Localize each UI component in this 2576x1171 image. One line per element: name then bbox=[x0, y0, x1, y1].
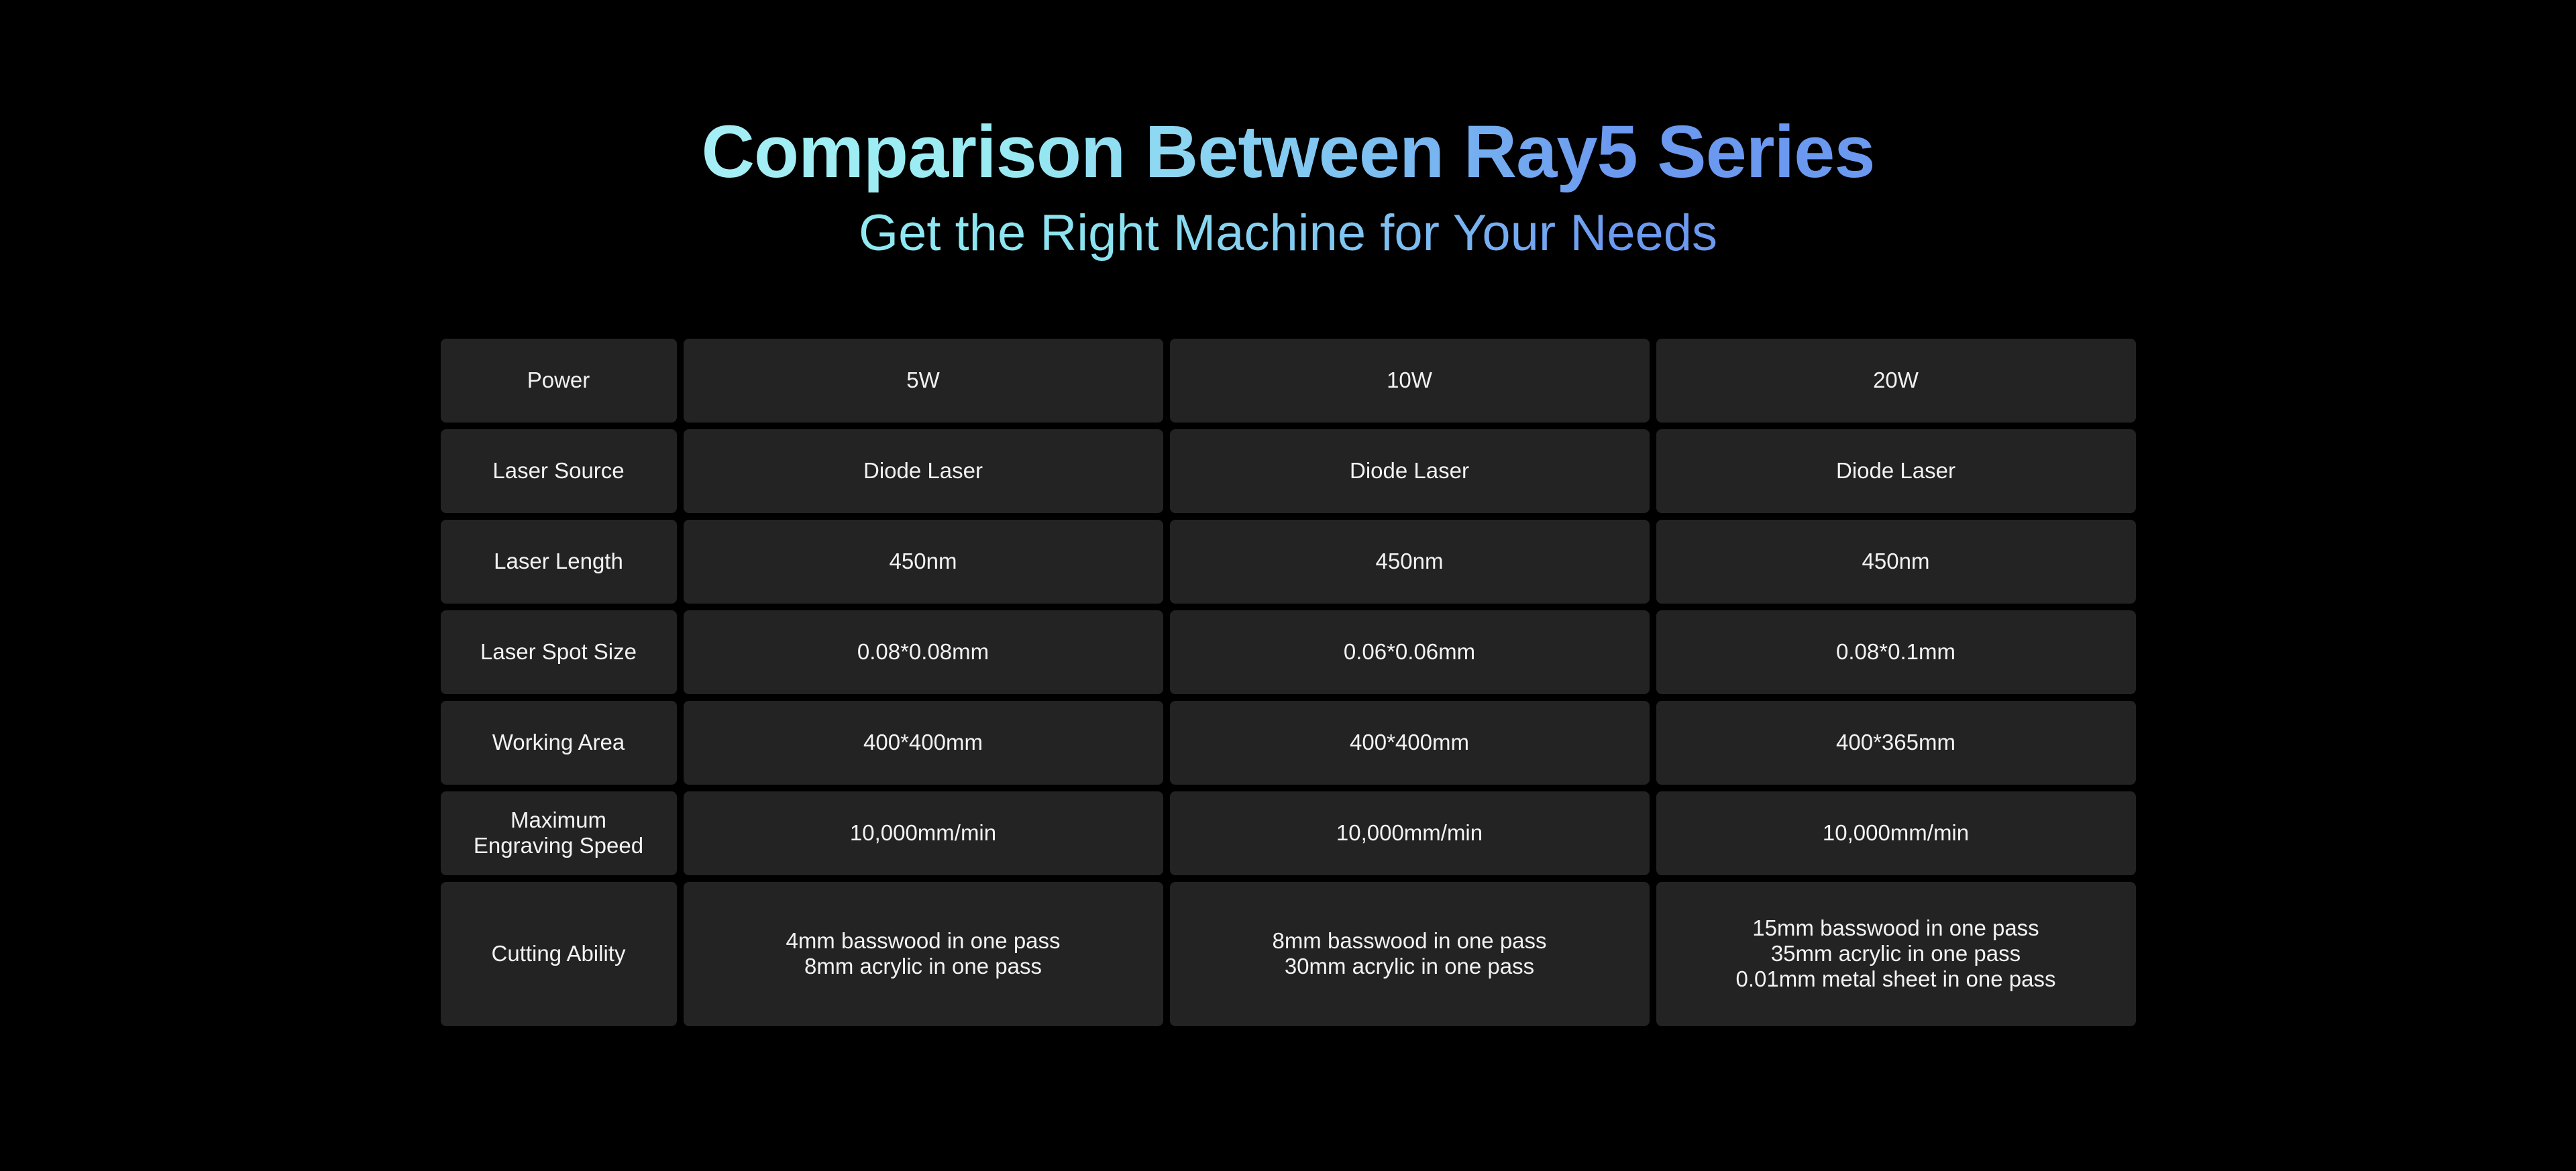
cell-cutting-ability-20w: 15mm basswood in one pass 35mm acrylic i… bbox=[1656, 881, 2136, 1026]
cell-power-10w: 10W bbox=[1169, 338, 1650, 423]
cell-laser-source-5w: Diode Laser bbox=[683, 429, 1163, 513]
page-subtitle: Get the Right Machine for Your Needs bbox=[859, 201, 1717, 265]
cell-max-engraving-speed-20w: 10,000mm/min bbox=[1656, 791, 2136, 875]
cell-working-area-10w: 400*400mm bbox=[1169, 700, 1650, 785]
cell-power-5w: 5W bbox=[683, 338, 1163, 423]
cell-laser-length-10w: 450nm bbox=[1169, 519, 1650, 604]
row-label-working-area: Working Area bbox=[440, 700, 677, 785]
row-label-laser-spot-size: Laser Spot Size bbox=[440, 610, 677, 694]
cell-laser-spot-size-5w: 0.08*0.08mm bbox=[683, 610, 1163, 694]
cell-max-engraving-speed-5w: 10,000mm/min bbox=[683, 791, 1163, 875]
cell-laser-source-20w: Diode Laser bbox=[1656, 429, 2136, 513]
cell-working-area-5w: 400*400mm bbox=[683, 700, 1163, 785]
cell-working-area-20w: 400*365mm bbox=[1656, 700, 2136, 785]
cell-laser-source-10w: Diode Laser bbox=[1169, 429, 1650, 513]
cell-laser-spot-size-20w: 0.08*0.1mm bbox=[1656, 610, 2136, 694]
row-label-max-engraving-speed: Maximum Engraving Speed bbox=[440, 791, 677, 875]
row-label-power: Power bbox=[440, 338, 677, 423]
row-label-laser-length: Laser Length bbox=[440, 519, 677, 604]
comparison-table: Power 5W 10W 20W Laser Source Diode Lase… bbox=[440, 338, 2136, 1026]
page-title: Comparison Between Ray5 Series bbox=[701, 106, 1875, 199]
cell-laser-length-20w: 450nm bbox=[1656, 519, 2136, 604]
row-label-laser-source: Laser Source bbox=[440, 429, 677, 513]
cell-cutting-ability-10w: 8mm basswood in one pass 30mm acrylic in… bbox=[1169, 881, 1650, 1026]
cell-laser-length-5w: 450nm bbox=[683, 519, 1163, 604]
hero-section: Comparison Between Ray5 Series Get the R… bbox=[0, 0, 2576, 265]
cell-max-engraving-speed-10w: 10,000mm/min bbox=[1169, 791, 1650, 875]
cell-laser-spot-size-10w: 0.06*0.06mm bbox=[1169, 610, 1650, 694]
cell-cutting-ability-5w: 4mm basswood in one pass 8mm acrylic in … bbox=[683, 881, 1163, 1026]
cell-power-20w: 20W bbox=[1656, 338, 2136, 423]
row-label-cutting-ability: Cutting Ability bbox=[440, 881, 677, 1026]
